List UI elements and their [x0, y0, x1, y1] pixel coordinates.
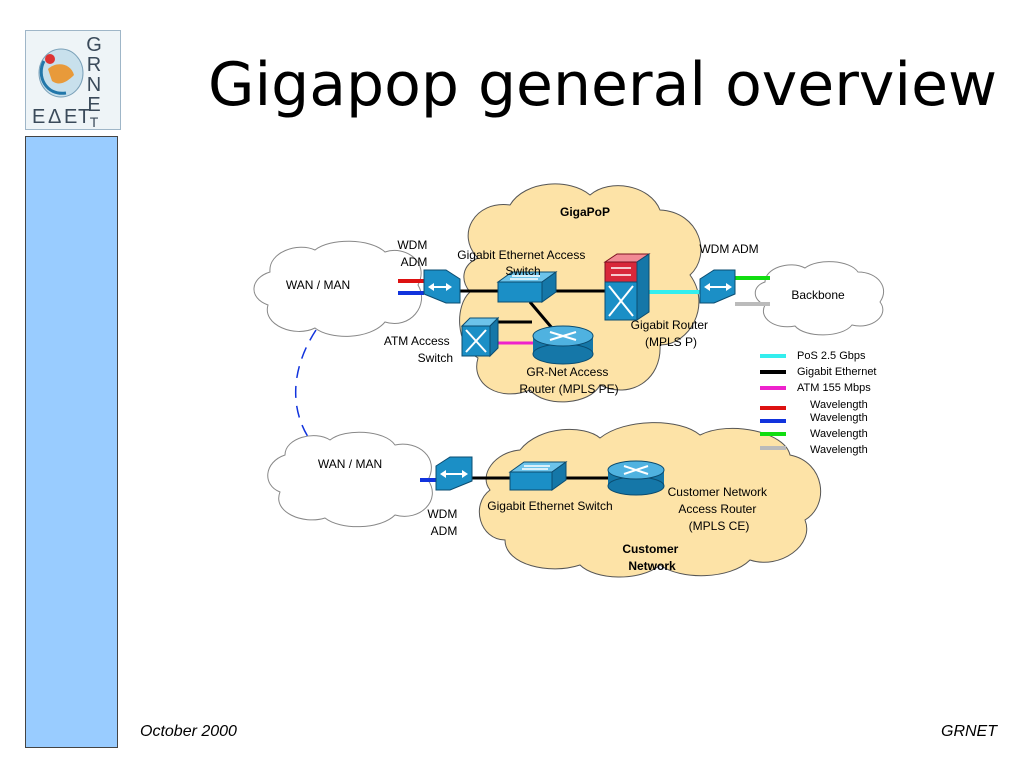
svg-text:R: R	[87, 54, 101, 76]
wdm-adm-bottom-icon	[435, 456, 473, 491]
legend-label-atm: ATM 155 Mbps	[797, 382, 871, 394]
ge-access-switch-label: Gigabit Ethernet Access Switch	[457, 248, 588, 278]
footer-date: October 2000	[140, 723, 237, 740]
legend-label-gray: Wavelength	[810, 444, 868, 456]
gigabit-router-icon	[603, 253, 651, 321]
ge-switch-customer-label: Gigabit Ethernet Switch	[487, 499, 612, 513]
wan-man-cloud-top	[253, 240, 423, 337]
wdm-adm-right-label: WDM ADM	[699, 242, 758, 256]
svg-text:G: G	[86, 34, 102, 56]
legend-label-blue: Wavelength	[810, 412, 868, 424]
legend: PoS 2.5 Gbps Gigabit Ethernet ATM 155 Mb…	[760, 350, 877, 456]
customer-router-icon	[607, 460, 665, 496]
svg-text:Ε: Ε	[32, 106, 45, 128]
wdm-adm-bottom-label: WDM ADM	[427, 507, 460, 538]
legend-label-red: Wavelength	[810, 399, 868, 411]
sidebar-bar	[25, 136, 118, 748]
ge-switch-customer-icon	[508, 461, 568, 491]
gigabit-router-label: Gigabit Router (MPLS P)	[631, 318, 712, 349]
legend-label-pos: PoS 2.5 Gbps	[797, 350, 866, 362]
ge-access-switch-icon	[496, 271, 558, 303]
gigapop-label: GigaPoP	[560, 205, 610, 219]
legend-label-gigabit: Gigabit Ethernet	[797, 366, 877, 378]
slide-title: Gigapop general overview	[208, 50, 998, 120]
legend-label-green: Wavelength	[810, 428, 868, 440]
svg-text:Ε: Ε	[64, 106, 77, 128]
customer-router-label: Customer Network Access Router (MPLS CE)	[668, 485, 771, 533]
wdm-adm-top-left-label: WDM ADM	[397, 238, 430, 269]
gigabit-link-switch-grnet-router	[528, 301, 554, 329]
wan-man-label-top: WAN / MAN	[286, 278, 350, 292]
customer-network-label: Customer Network	[622, 542, 681, 573]
svg-text:Τ: Τ	[78, 106, 90, 128]
backbone-label: Backbone	[791, 288, 845, 302]
svg-text:N: N	[87, 74, 101, 96]
svg-text:T: T	[90, 114, 99, 129]
footer-org: GRNET	[941, 723, 997, 740]
grnet-logo: G R N E T Ε Δ Ε Τ	[25, 30, 121, 130]
wan-man-cloud-bottom	[267, 431, 433, 528]
wdm-adm-top-left-icon	[423, 269, 461, 304]
wan-man-label-bottom: WAN / MAN	[318, 457, 382, 471]
dashed-wan-link	[295, 329, 317, 441]
gr-net-router-icon	[532, 325, 594, 365]
atm-access-switch-icon	[460, 316, 500, 358]
wdm-adm-right-icon	[699, 269, 736, 304]
backbone-cloud	[754, 261, 885, 336]
atm-access-switch-label: ATM Access Switch	[384, 334, 453, 365]
gr-net-router-label: GR-Net Access Router (MPLS PE)	[519, 365, 618, 396]
svg-text:Δ: Δ	[48, 106, 61, 128]
customer-cloud	[478, 422, 821, 578]
svg-text:E: E	[87, 94, 100, 116]
